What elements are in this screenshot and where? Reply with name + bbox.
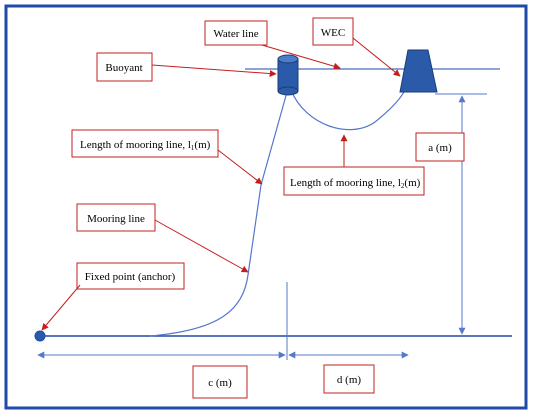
mooring-length-2-label-box xyxy=(283,166,425,196)
buoyant-pointer xyxy=(151,64,277,78)
buoyant-label-box xyxy=(96,52,153,82)
mooring-length-1-suffix: (m) xyxy=(194,139,210,151)
mooring-line-label: Mooring line xyxy=(87,213,145,225)
mooring-line-2 xyxy=(290,89,406,131)
wec-pointer xyxy=(352,37,401,77)
mooring-line-1 xyxy=(149,91,288,337)
mooring-length-1-prefix: Length of mooring line, l xyxy=(80,139,191,151)
wec-label: WEC xyxy=(321,27,345,39)
wec-label-box xyxy=(312,17,354,46)
mooring-line-pointer xyxy=(154,219,249,273)
d-dim-label: d (m) xyxy=(337,374,361,386)
a-dim-label-box xyxy=(415,132,465,162)
mooring-length-2-sub: 2 xyxy=(401,182,405,190)
water-line-label-box xyxy=(204,20,268,46)
fixed-point-label-box xyxy=(76,262,185,290)
mooring-length-1-label-box xyxy=(71,129,219,158)
mooring-length-2-label: Length of mooring line, l2(m) xyxy=(290,177,421,190)
buoy-icon xyxy=(277,54,299,96)
mooring-length-1-label: Length of mooring line, l1(m) xyxy=(80,139,211,152)
mooring-length-1-sub: 1 xyxy=(191,144,195,152)
diagram-frame xyxy=(4,4,528,410)
mooring-length-2-suffix: (m) xyxy=(404,177,420,189)
mooring-line-label-box xyxy=(76,203,156,232)
buoyant-label: Buoyant xyxy=(105,62,142,74)
c-dim-label-box xyxy=(192,365,248,399)
mooring-length-2-prefix: Length of mooring line, l xyxy=(290,177,401,189)
mooring-length-1-pointer xyxy=(217,149,263,185)
fixed-point-label: Fixed point (anchor) xyxy=(85,271,176,283)
anchor-marker xyxy=(34,330,46,342)
water-line-label: Water line xyxy=(213,28,258,40)
fixed-point-pointer xyxy=(41,284,81,331)
water-line-pointer xyxy=(261,44,341,70)
d-dim-label-box xyxy=(323,364,375,394)
c-dim-label: c (m) xyxy=(208,377,232,389)
wec-icon xyxy=(399,49,438,93)
a-dim-label: a (m) xyxy=(428,142,452,154)
